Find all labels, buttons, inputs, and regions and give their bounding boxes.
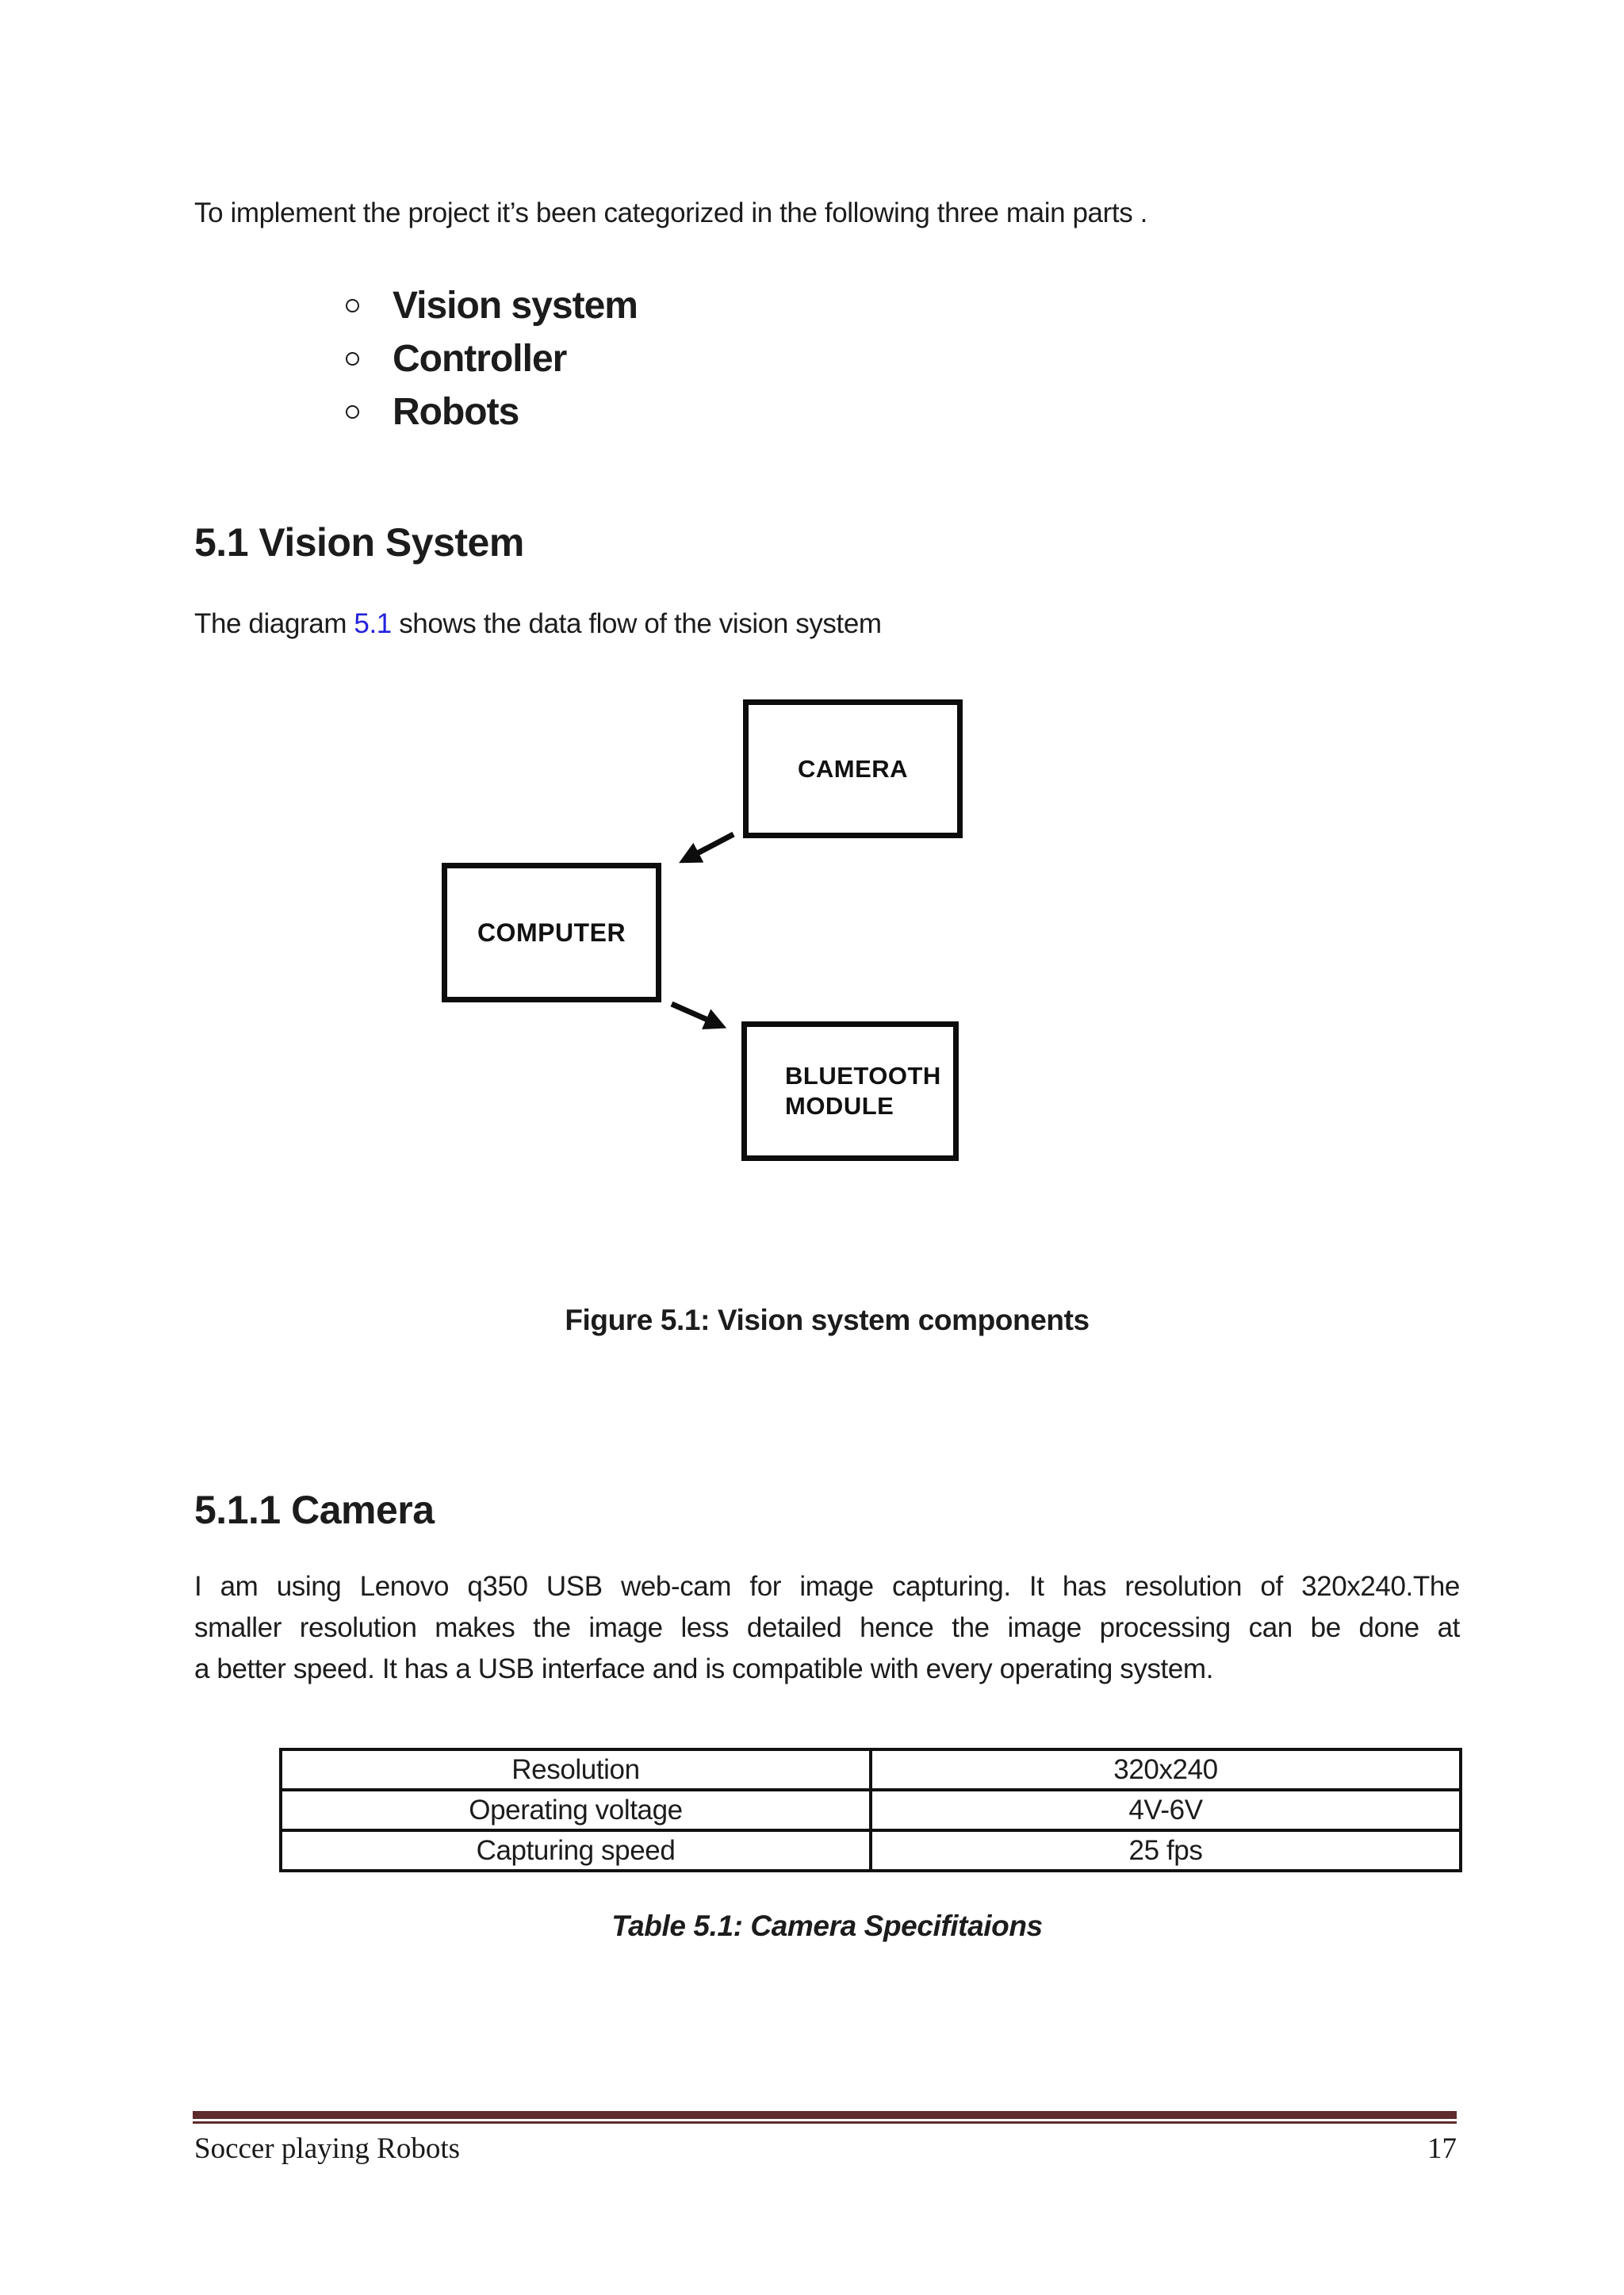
spec-label-operating-voltage: Operating voltage [279, 1788, 872, 1832]
bluetooth-box-label-line1: BLUETOOTH [785, 1062, 941, 1090]
bullet-item-vision-system: Vision system [346, 279, 1059, 332]
camera-spec-table: Resolution 320x240 Operating voltage 4V-… [279, 1748, 1462, 1872]
spec-label-resolution: Resolution [279, 1748, 872, 1791]
spec-value-resolution: 320x240 [869, 1748, 1462, 1791]
footer-page-number: 17 [1427, 2132, 1457, 2165]
bullet-label: Controller [393, 337, 567, 380]
bullet-item-robots: Robots [346, 385, 1059, 439]
section-heading-vision-system: 5.1 Vision System [194, 520, 524, 565]
table-row: Resolution 320x240 [279, 1748, 1462, 1791]
bullet-label: Vision system [393, 284, 638, 327]
computer-box-label: COMPUTER [477, 918, 626, 947]
footer-divider [193, 2111, 1457, 2124]
table-row: Operating voltage 4V-6V [279, 1788, 1462, 1832]
table-caption: Table 5.1: Camera Specifitaions [611, 1910, 1043, 1942]
figure-caption: Figure 5.1: Vision system components [565, 1304, 1090, 1336]
bluetooth-box-label-line2: MODULE [785, 1092, 894, 1120]
paragraph-line: I am using Lenovo q350 USB web-cam for i… [194, 1571, 1460, 1602]
circle-bullet-icon [346, 299, 359, 312]
footer: Soccer playing Robots 17 [194, 2130, 1457, 2168]
arrow-camera-to-computer-icon [679, 831, 735, 864]
diagram-camera-box: CAMERA [743, 699, 963, 838]
circle-bullet-icon [346, 405, 359, 419]
diagram-computer-box: COMPUTER [442, 863, 661, 1002]
lead-text-suffix: shows the data flow of the vision system [391, 608, 882, 639]
bullet-item-controller: Controller [346, 332, 1059, 385]
figure-ref-link[interactable]: 5.1 [354, 608, 392, 639]
paragraph-line: smaller resolution makes the image less … [194, 1612, 1460, 1643]
bullet-list: Vision system Controller Robots [346, 279, 1059, 439]
lead-text-prefix: The diagram [194, 608, 354, 639]
lead-paragraph: The diagram 5.1 shows the data flow of t… [194, 604, 1304, 644]
spec-value-operating-voltage: 4V-6V [869, 1788, 1462, 1832]
footer-document-title: Soccer playing Robots [194, 2132, 461, 2165]
table-row: Capturing speed 25 fps [279, 1829, 1462, 1872]
section-heading-camera: 5.1.1 Camera [194, 1488, 435, 1532]
paragraph-line: a better speed. It has a USB interface a… [194, 1653, 1214, 1684]
arrow-computer-to-bluetooth-icon [670, 1001, 727, 1030]
spec-value-capturing-speed: 25 fps [869, 1829, 1462, 1872]
diagram-bluetooth-module-box: BLUETOOTH MODULE [741, 1021, 959, 1161]
spec-label-capturing-speed: Capturing speed [279, 1829, 872, 1872]
intro-paragraph: To implement the project it’s been categ… [194, 197, 1147, 228]
bullet-label: Robots [393, 390, 519, 433]
circle-bullet-icon [346, 352, 359, 366]
camera-paragraph: I am using Lenovo q350 USB web-cam for i… [194, 1566, 1460, 1690]
camera-box-label: CAMERA [797, 754, 909, 783]
